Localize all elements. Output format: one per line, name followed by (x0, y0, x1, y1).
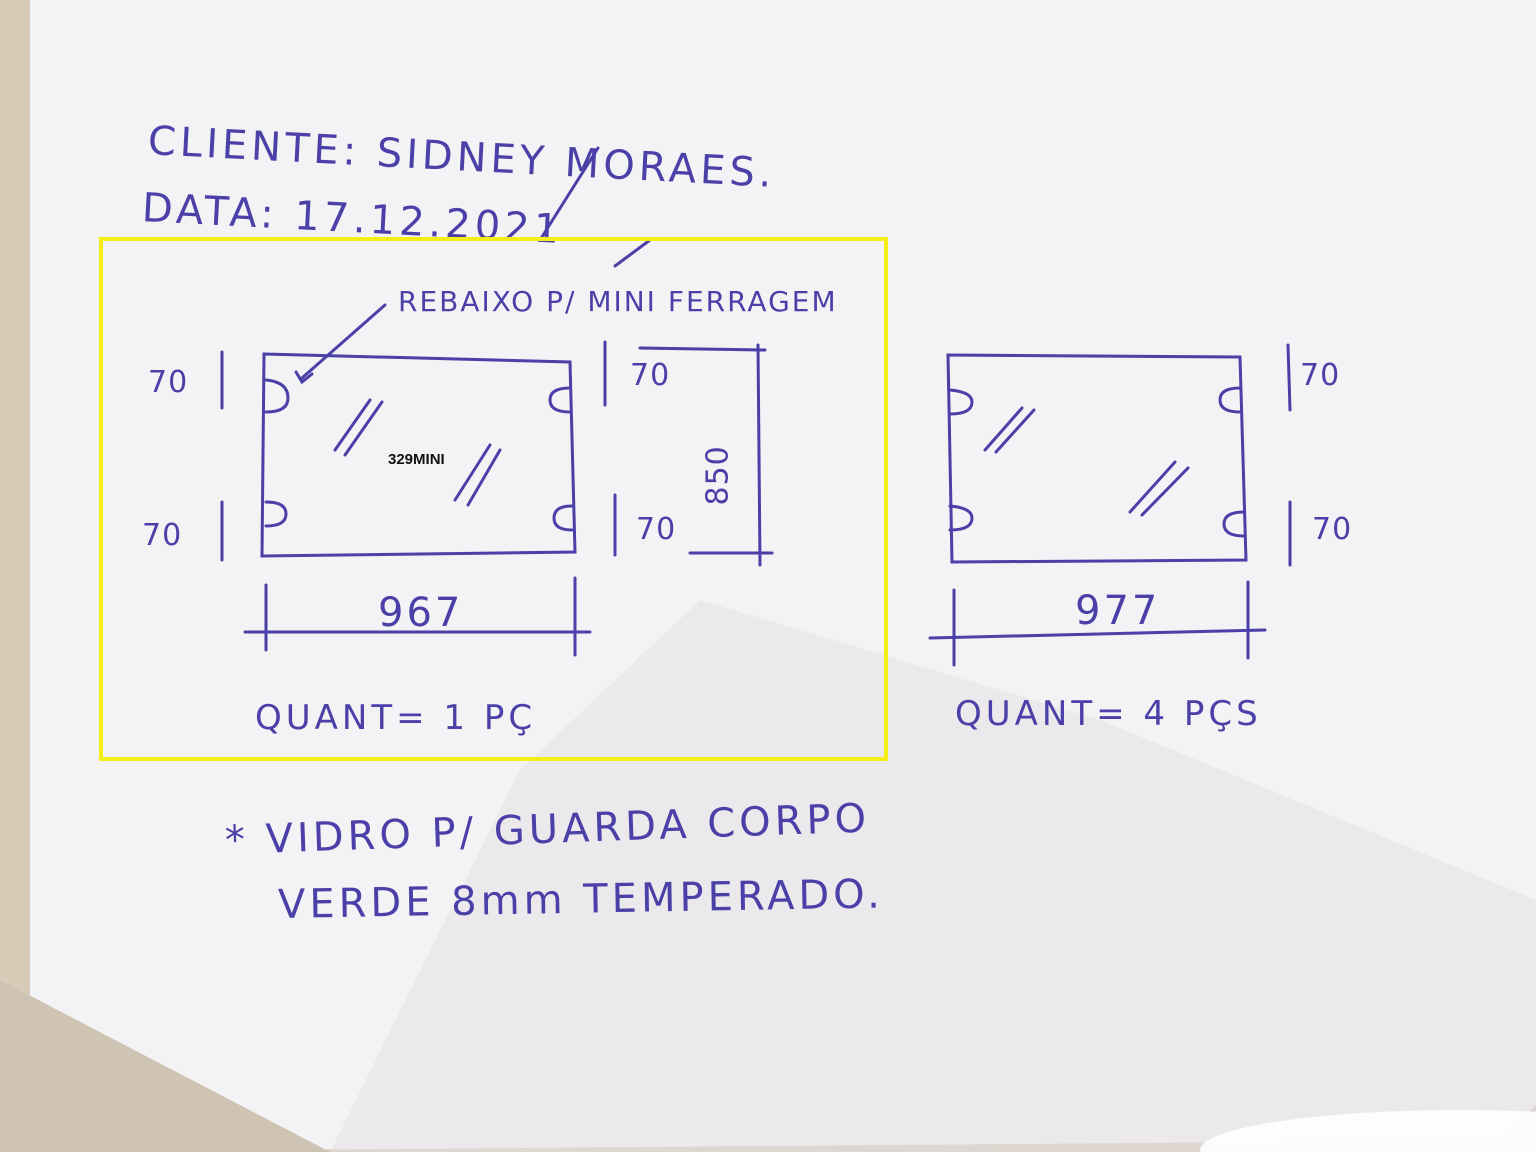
dim-line (928, 628, 1267, 640)
right-glass-outline (946, 353, 1248, 564)
right-notch-br (1222, 510, 1246, 538)
right-notch-tl (948, 388, 974, 416)
paper-shadow (330, 600, 1536, 1152)
right-notch-tr (1218, 386, 1242, 414)
glass-hatch (994, 408, 1036, 454)
glass-hatch (983, 406, 1024, 452)
dim-width-left: 967 (378, 590, 464, 636)
selection-box (99, 237, 888, 761)
dim-line (756, 343, 762, 567)
left-glass-outline (260, 352, 577, 558)
glass-hatch (453, 443, 492, 502)
left-notch-tl (264, 378, 290, 414)
pen-stroke (538, 146, 600, 242)
dim-left-top: 70 (148, 365, 189, 400)
quantity-right: QUANT= 4 PÇS (955, 694, 1262, 734)
dim-left-bottom: 70 (142, 518, 183, 553)
glass-hatch (466, 448, 502, 507)
dim-line (638, 346, 767, 352)
dim-line (1286, 343, 1292, 412)
left-notch-bl (264, 500, 288, 528)
dim-r-top: 70 (1300, 358, 1341, 393)
arrow-head (294, 370, 314, 385)
dim-r-bottom: 70 (1312, 512, 1353, 547)
annotation-arrow (300, 303, 387, 380)
table-shadow (0, 980, 330, 1152)
glass-hatch (343, 400, 384, 457)
left-notch-tr (548, 386, 572, 414)
right-notch-bl (948, 504, 974, 532)
dim-right-top: 70 (630, 358, 671, 393)
pen-stroke (613, 238, 652, 268)
selection-label: 329MINI (388, 451, 445, 468)
dim-right-bottom: 70 (636, 512, 677, 547)
quantity-left: QUANT= 1 PÇ (255, 698, 537, 738)
dim-width-right: 977 (1075, 588, 1161, 634)
glass-hatch (1128, 460, 1177, 514)
annotation-text: REBAIXO P/ MINI FERRAGEM (398, 285, 838, 318)
left-notch-br (552, 504, 574, 532)
glass-hatch (333, 398, 372, 452)
glass-hatch (1140, 466, 1190, 517)
cloth (1200, 1110, 1536, 1152)
